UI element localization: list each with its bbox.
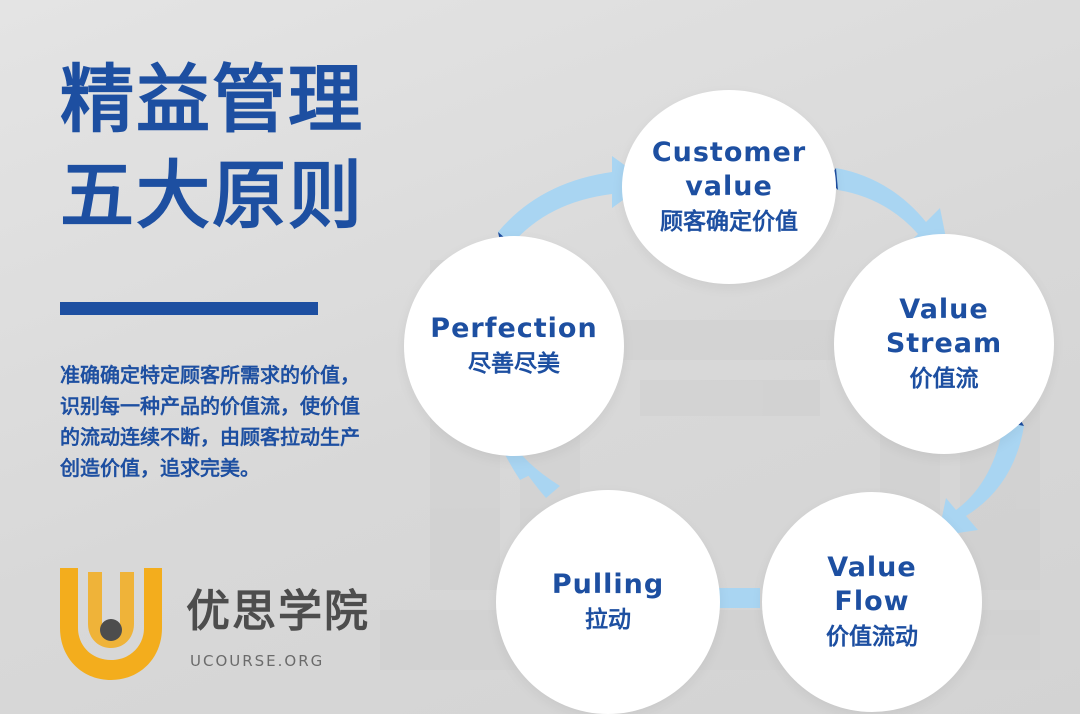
- principle-en-line2: Stream: [885, 328, 1003, 359]
- principle-en-line2: value: [685, 171, 773, 202]
- brand-url: UCOURSE.ORG: [190, 652, 325, 670]
- description-text: 准确确定特定顾客所需求的价值，识别每一种产品的价值流，使价值的流动连续不断，由顾…: [60, 363, 360, 480]
- principle-zh: 顾客确定价值: [660, 209, 798, 235]
- principle-en-line1: Pulling: [551, 569, 665, 600]
- principle-value-stream: Value Stream 价值流: [834, 234, 1054, 454]
- principle-en-line1: Value: [899, 294, 989, 325]
- title-line-2: 五大原则: [60, 153, 364, 239]
- principle-zh: 价值流: [909, 366, 979, 392]
- principle-en-line1: Perfection: [430, 313, 598, 344]
- principle-en-line1: Value: [827, 552, 917, 583]
- principle-en-line1: Customer: [651, 137, 807, 168]
- principle-value-flow: Value Flow 价值流动: [762, 492, 982, 712]
- page-title: 精益管理 五大原则: [60, 52, 364, 244]
- title-line-1: 精益管理: [60, 57, 364, 143]
- principle-zh: 价值流动: [826, 624, 918, 650]
- principle-zh: 拉动: [585, 607, 631, 633]
- principle-customer-value: Customer value 顾客确定价值: [622, 90, 836, 284]
- principle-perfection: Perfection 尽善尽美: [404, 236, 624, 456]
- principle-pulling: Pulling 拉动: [496, 490, 720, 714]
- title-underline: [60, 302, 318, 315]
- brand-name: 优思学院: [186, 586, 370, 637]
- u-logo-icon: [60, 568, 162, 680]
- principle-zh: 尽善尽美: [468, 351, 560, 377]
- principle-en-line2: Flow: [834, 586, 910, 617]
